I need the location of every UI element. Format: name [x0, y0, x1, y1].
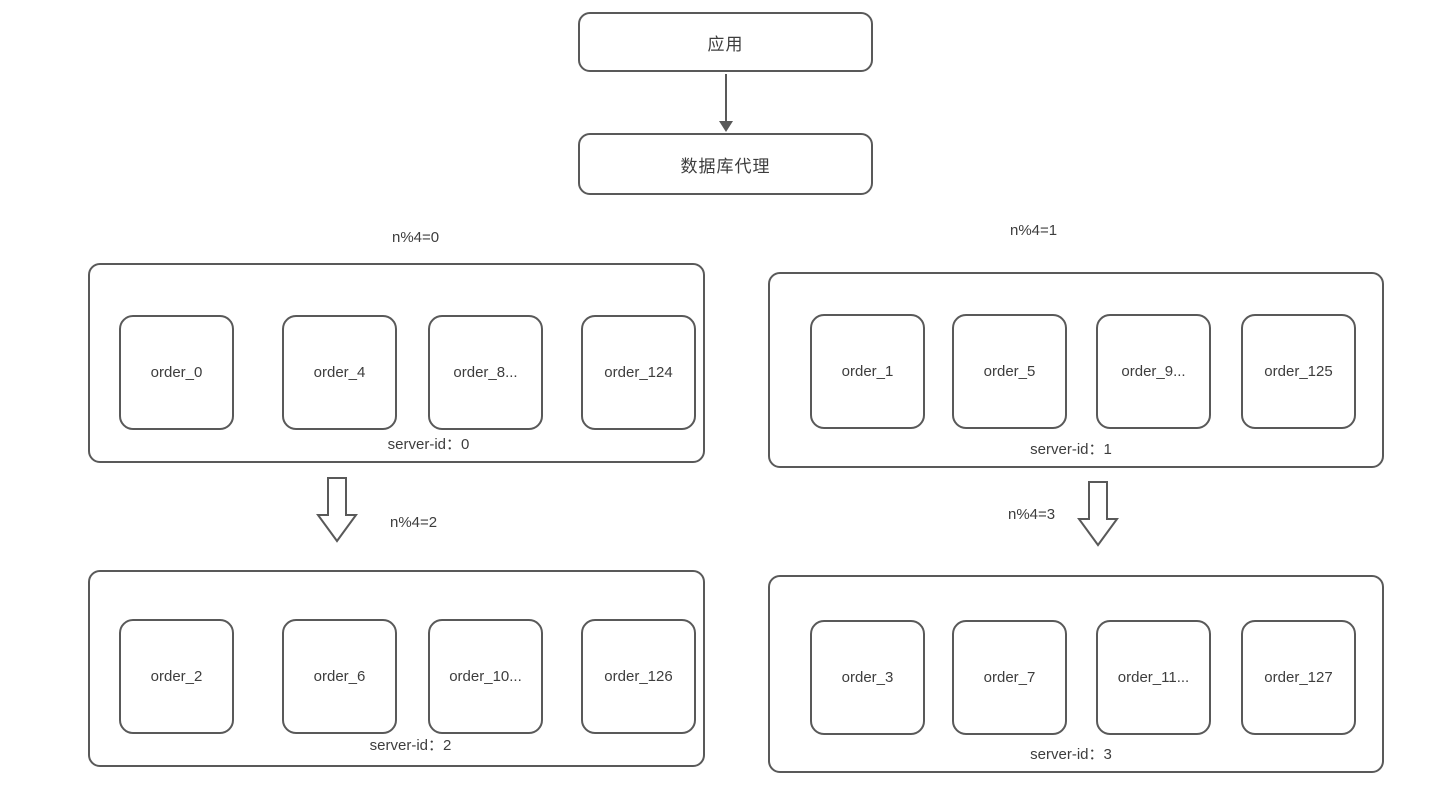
shard-label: order_8...: [453, 364, 518, 381]
shard-box: order_127: [1241, 620, 1356, 735]
server-group-0: order_0 order_4 order_8... order_124 ser…: [88, 263, 705, 463]
shard-label: order_4: [313, 364, 366, 381]
shard-label: order_5: [983, 363, 1036, 380]
shard-label: order_124: [604, 364, 673, 381]
app-node: 应用: [578, 12, 873, 72]
condition-label-group-1: n%4=1: [1010, 222, 1058, 239]
shard-label: order_10...: [449, 668, 522, 685]
shard-box: order_2: [119, 619, 234, 734]
shard-label: order_0: [150, 364, 203, 381]
shard-box: order_9...: [1096, 314, 1211, 429]
shard-label: order_7: [983, 669, 1036, 686]
condition-label-group-3: n%4=3: [1008, 506, 1056, 523]
shard-box: order_10...: [428, 619, 543, 734]
server-group-2: order_2 order_6 order_10... order_126 se…: [88, 570, 705, 767]
shard-label: order_127: [1264, 669, 1333, 686]
server-id-label: server-id：2: [369, 737, 452, 754]
shard-box: order_8...: [428, 315, 543, 430]
shard-label: order_9...: [1121, 363, 1186, 380]
reshard-arrow-1-to-3-icon: [1077, 481, 1119, 547]
condition-label-group-2: n%4=2: [390, 514, 438, 531]
server-group-1: order_1 order_5 order_9... order_125 ser…: [768, 272, 1384, 468]
shard-box: order_1: [810, 314, 925, 429]
shard-label: order_125: [1264, 363, 1333, 380]
server-id-label: server-id：3: [1030, 746, 1112, 763]
shard-box: order_124: [581, 315, 696, 430]
proxy-node-label: 数据库代理: [680, 156, 771, 176]
shard-box: order_126: [581, 619, 696, 734]
server-id-label: server-id：1: [1030, 441, 1112, 458]
shard-box: order_6: [282, 619, 397, 734]
app-to-proxy-connector-line: [725, 74, 727, 122]
shard-label: order_126: [604, 668, 673, 685]
shard-box: order_125: [1241, 314, 1356, 429]
shard-box: order_0: [119, 315, 234, 430]
condition-label-group-0: n%4=0: [392, 229, 440, 246]
app-node-label: 应用: [707, 34, 744, 54]
shard-box: order_3: [810, 620, 925, 735]
server-group-3: order_3 order_7 order_11... order_127 se…: [768, 575, 1384, 773]
shard-box: order_7: [952, 620, 1067, 735]
shard-box: order_4: [282, 315, 397, 430]
reshard-arrow-0-to-2-icon: [316, 477, 358, 543]
shard-label: order_6: [313, 668, 366, 685]
server-id-label: server-id：0: [387, 436, 470, 453]
shard-label: order_11...: [1117, 669, 1190, 686]
shard-box: order_11...: [1096, 620, 1211, 735]
app-to-proxy-arrowhead-icon: [719, 121, 733, 132]
shard-label: order_1: [841, 363, 894, 380]
shard-box: order_5: [952, 314, 1067, 429]
shard-label: order_3: [841, 669, 894, 686]
proxy-node: 数据库代理: [578, 133, 873, 195]
shard-label: order_2: [150, 668, 203, 685]
